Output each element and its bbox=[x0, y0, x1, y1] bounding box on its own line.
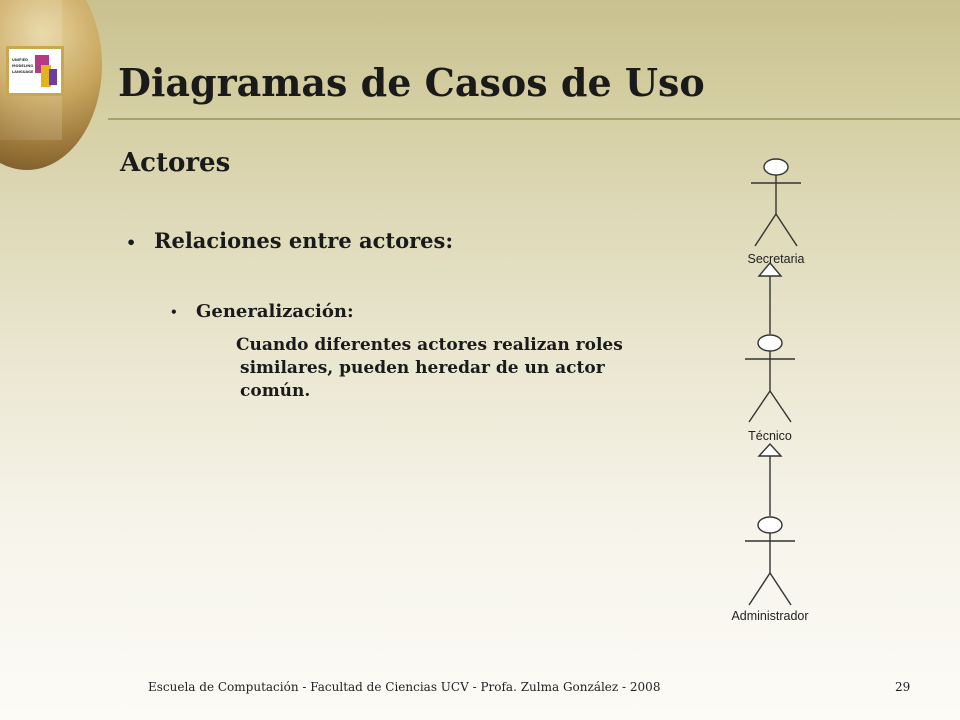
slide-title: Diagramas de Casos de Uso bbox=[118, 60, 705, 105]
generalization-arrow bbox=[757, 261, 783, 334]
bullet-level2-text: Generalización: bbox=[196, 301, 354, 322]
actor-label-administrador: Administrador bbox=[731, 609, 808, 623]
slide-subtitle: Actores bbox=[120, 148, 231, 178]
bullet-level2: • Generalización: bbox=[170, 301, 354, 322]
actor-administrador bbox=[745, 516, 795, 606]
bullet-dot-icon: • bbox=[126, 233, 137, 252]
actor-tecnico bbox=[745, 334, 795, 423]
uml-logo-text: UNIFIED MODELING LANGUAGE bbox=[12, 58, 34, 74]
actor-generalization-diagram: Secretaria Técnico Administrad bbox=[731, 158, 809, 623]
title-divider bbox=[108, 118, 960, 120]
uml-logo: UNIFIED MODELING LANGUAGE bbox=[6, 46, 64, 96]
actor-label-secretaria: Secretaria bbox=[748, 252, 805, 266]
generalization-arrow bbox=[757, 442, 783, 516]
bullet-level1-text: Relaciones entre actores: bbox=[154, 228, 454, 253]
actor-secretaria bbox=[751, 158, 801, 247]
page-number: 29 bbox=[895, 680, 911, 694]
bullet-dot-icon: • bbox=[170, 305, 178, 319]
slide-footer: Escuela de Computación - Facultad de Cie… bbox=[148, 680, 661, 694]
bullet-paragraph: Cuando diferentes actores realizan roles… bbox=[236, 335, 623, 401]
actor-label-tecnico: Técnico bbox=[748, 429, 792, 443]
bullet-level1: • Relaciones entre actores: bbox=[126, 228, 453, 253]
